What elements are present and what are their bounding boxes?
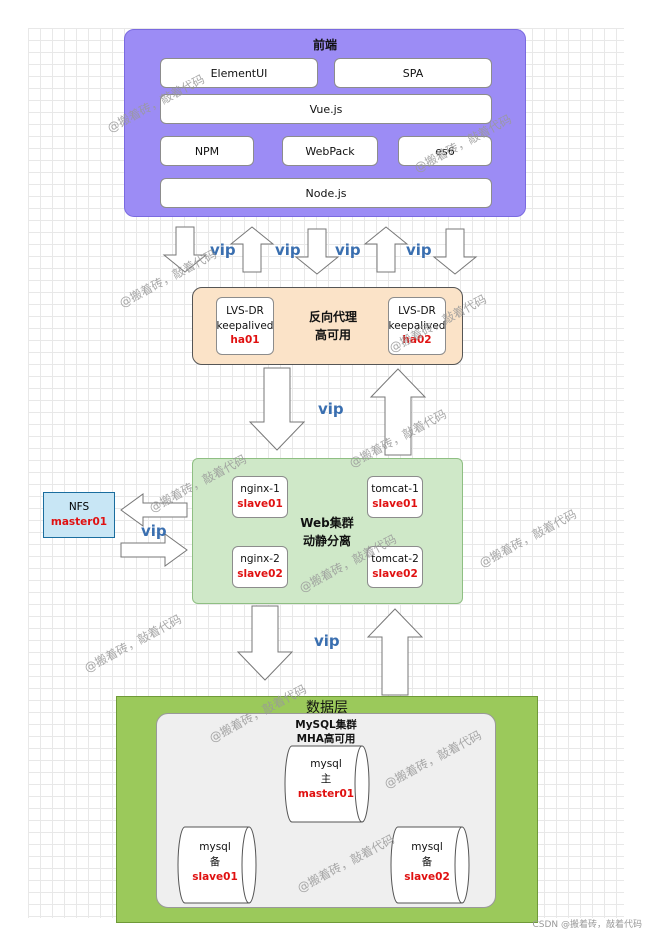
- db-role: 备: [421, 856, 433, 869]
- db-name: mysql: [411, 841, 443, 853]
- db-role: 备: [209, 856, 221, 869]
- tech-spa: SPA: [334, 58, 492, 88]
- host-label: ha02: [402, 334, 432, 347]
- frontend-title: 前端: [312, 38, 337, 52]
- vip-label: vip: [141, 522, 167, 540]
- nginx-1-node: nginx-1 slave01: [232, 476, 288, 518]
- host-label: ha01: [230, 334, 260, 347]
- web-title: Web集群: [300, 516, 354, 530]
- tech-webpack: WebPack: [282, 136, 378, 166]
- keepalived-label: keepalived: [216, 319, 274, 332]
- lvs-node-ha02: LVS-DR keepalived ha02: [388, 297, 446, 355]
- node-name: tomcat-2: [371, 553, 419, 566]
- mysql-slave02-node: mysql 备 slave02: [394, 840, 460, 886]
- nfs-node: NFS master01: [43, 492, 115, 538]
- host-label: slave02: [372, 568, 418, 580]
- db-name: mysql: [310, 758, 342, 770]
- db-role: 主: [320, 773, 332, 786]
- vip-label: vip: [210, 241, 236, 259]
- vip-label: vip: [406, 241, 432, 259]
- lvs-label: LVS-DR: [226, 304, 264, 317]
- node-name: tomcat-1: [371, 483, 419, 496]
- host-label: slave02: [237, 568, 283, 580]
- tech-vuejs: Vue.js: [160, 94, 492, 124]
- cluster-subtitle: MHA高可用: [296, 733, 356, 746]
- tech-nodejs: Node.js: [160, 178, 492, 208]
- vip-label: vip: [318, 400, 344, 418]
- tech-npm: NPM: [160, 136, 254, 166]
- vip-label: vip: [275, 241, 301, 259]
- web-caption: Web集群 动静分离: [290, 514, 364, 550]
- lvs-label: LVS-DR: [398, 304, 436, 317]
- host-label: slave01: [192, 871, 238, 884]
- web-subtitle: 动静分离: [302, 534, 351, 548]
- tech-elementui: ElementUI: [160, 58, 318, 88]
- tomcat-1-node: tomcat-1 slave01: [367, 476, 423, 518]
- db-name: mysql: [199, 841, 231, 853]
- proxy-title: 反向代理: [308, 310, 357, 324]
- keepalived-label: keepalived: [388, 319, 446, 332]
- vip-label: vip: [335, 241, 361, 259]
- nfs-name: NFS: [68, 501, 90, 514]
- node-name: nginx-2: [240, 553, 280, 566]
- mysql-cluster-caption: MySQL集群 MHA高可用: [276, 718, 376, 746]
- cluster-title: MySQL集群: [295, 719, 357, 731]
- mysql-slave01-node: mysql 备 slave01: [182, 840, 248, 886]
- tech-es6: es6: [398, 136, 492, 166]
- footer-credit: CSDN @搬着砖，敲着代码: [532, 920, 642, 930]
- host-label: slave01: [237, 498, 283, 510]
- host-label: slave02: [404, 871, 450, 884]
- host-label: master01: [50, 516, 108, 528]
- node-name: nginx-1: [240, 483, 280, 496]
- tomcat-2-node: tomcat-2 slave02: [367, 546, 423, 588]
- host-label: master01: [297, 788, 355, 801]
- nginx-2-node: nginx-2 slave02: [232, 546, 288, 588]
- data-title: 数据层: [306, 700, 348, 716]
- host-label: slave01: [372, 498, 418, 510]
- lvs-node-ha01: LVS-DR keepalived ha01: [216, 297, 274, 355]
- mysql-master-node: mysql 主 master01: [290, 757, 362, 803]
- vip-label: vip: [314, 632, 340, 650]
- proxy-caption: 反向代理 高可用: [288, 308, 378, 344]
- proxy-subtitle: 高可用: [314, 328, 351, 342]
